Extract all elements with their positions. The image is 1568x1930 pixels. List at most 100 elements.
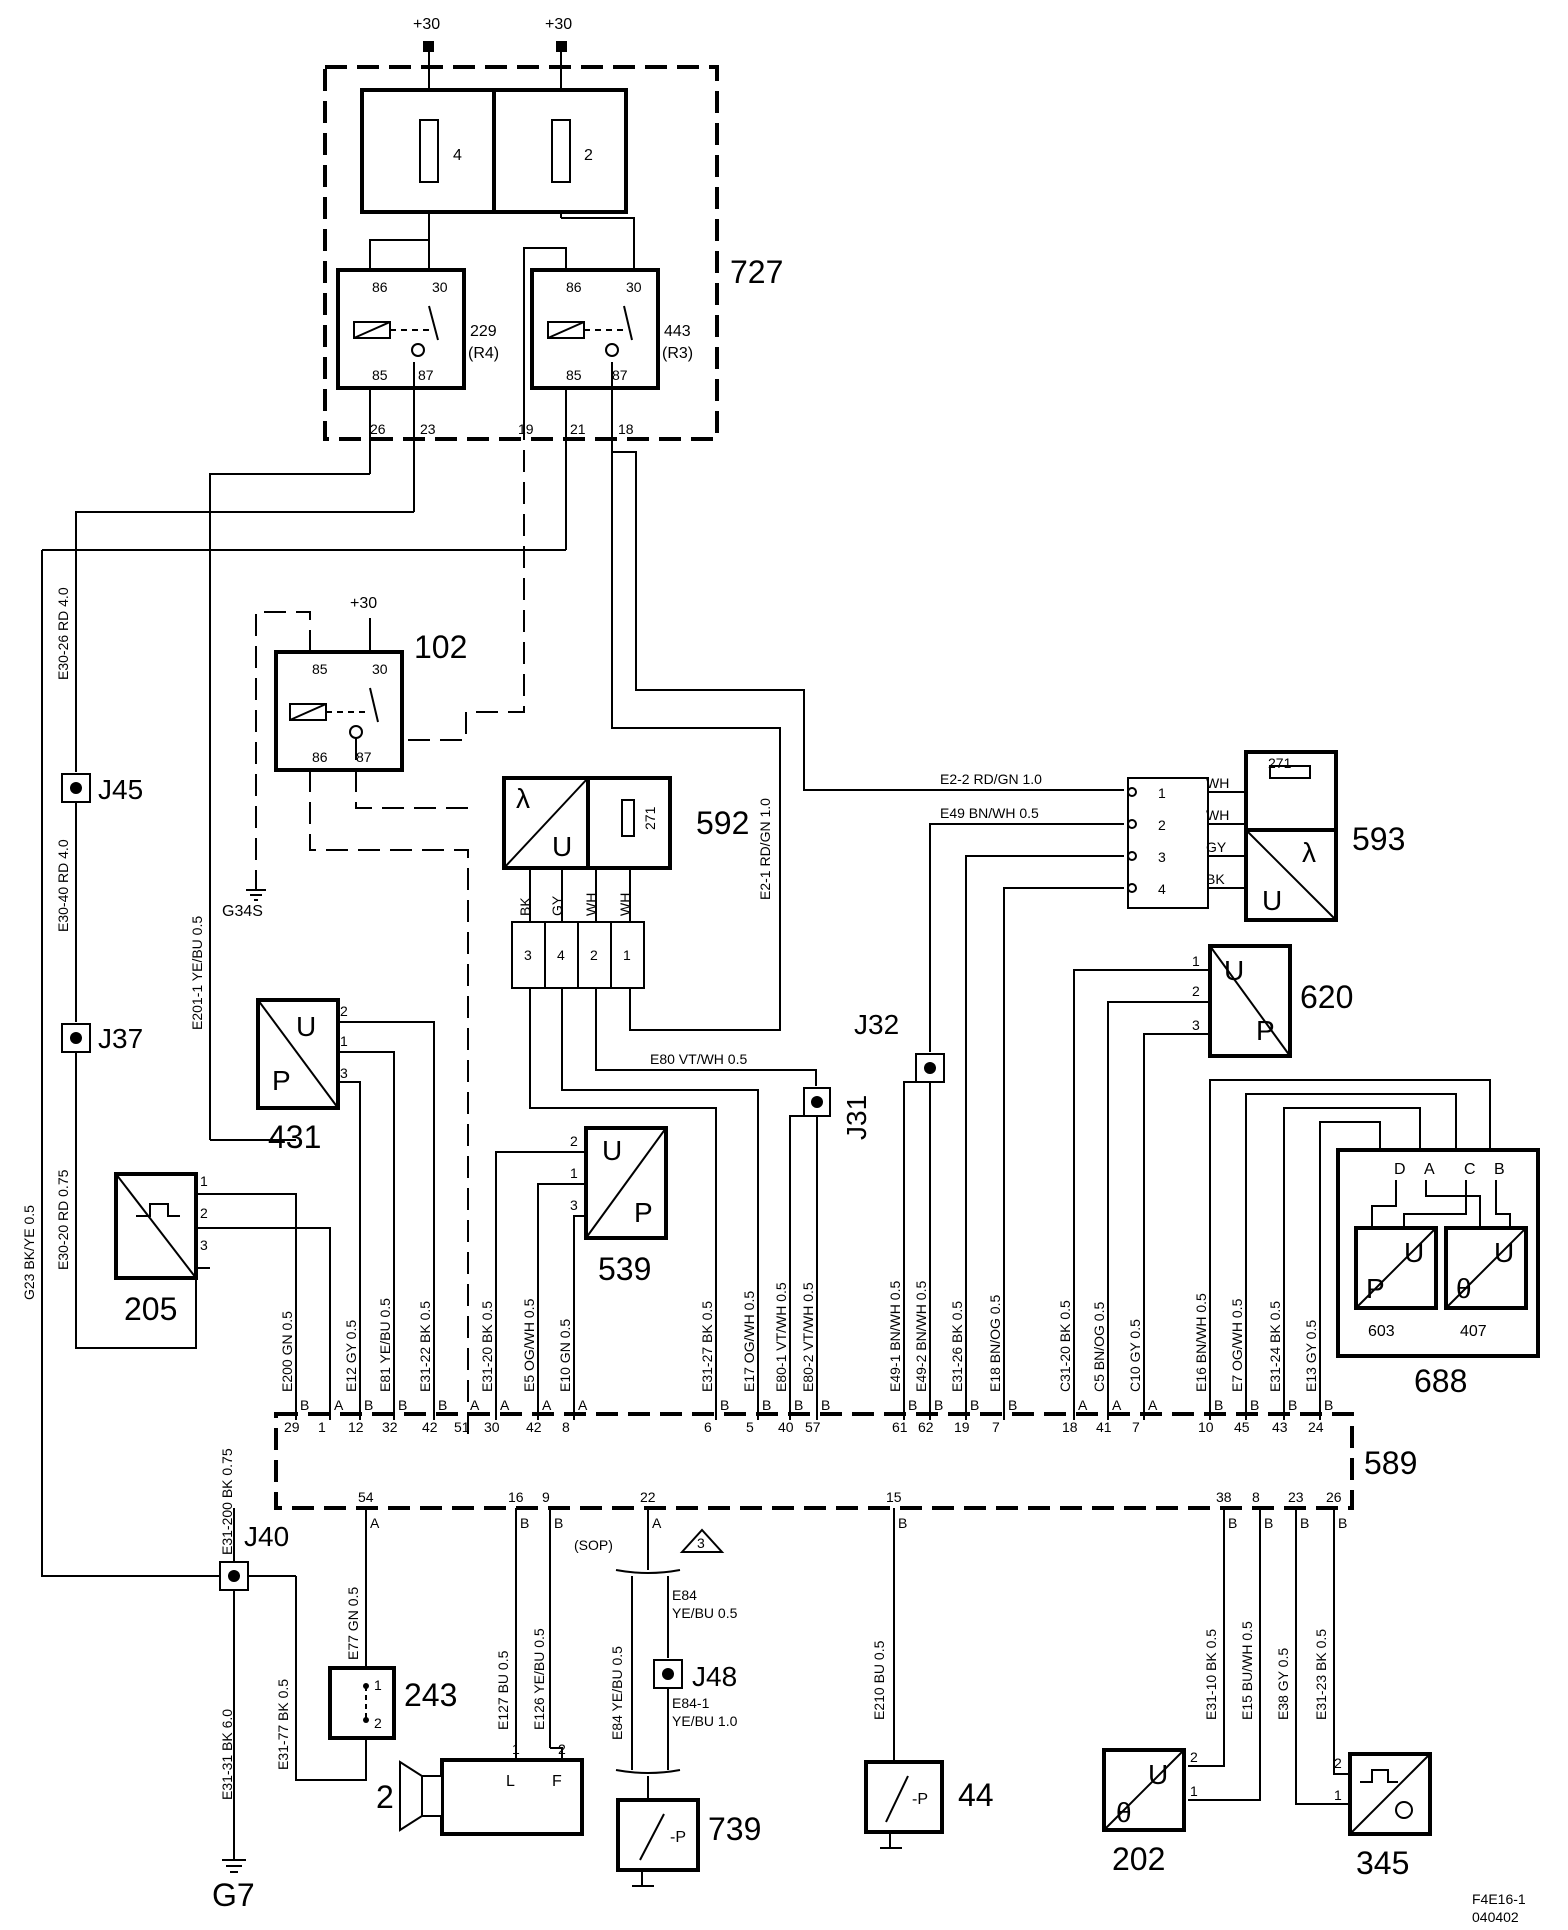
svg-text:1: 1 — [623, 947, 631, 963]
ecu-top-wire-label: E31-26 BK 0.5 — [949, 1301, 965, 1392]
ecu-top-pin-side: B — [908, 1397, 917, 1413]
wire-e30-40: E30-40 RD 4.0 — [55, 839, 71, 932]
ecu-bottom-pin-side: B — [898, 1515, 907, 1531]
ecu-bottom-pin-num: 38 — [1216, 1489, 1232, 1505]
svg-text:2: 2 — [570, 1133, 578, 1149]
ecu-top-pin-num: 12 — [348, 1419, 364, 1435]
svg-text:592: 592 — [696, 805, 749, 841]
supply-plus30-relay: +30 — [350, 595, 377, 612]
ecu-top-pin-side: B — [821, 1397, 830, 1413]
svg-text:2: 2 — [200, 1205, 208, 1221]
ecu-top-pin-num: 30 — [484, 1419, 500, 1435]
svg-text:30: 30 — [432, 279, 448, 295]
svg-text:86: 86 — [566, 279, 582, 295]
supply-plus30-right: +30 — [545, 16, 572, 33]
relay-229: 86 30 85 87 229 (R4) — [336, 268, 499, 390]
svg-text:J40: J40 — [244, 1521, 289, 1552]
ecu-bottom-pin-num: 8 — [1252, 1489, 1260, 1505]
svg-text:30: 30 — [372, 661, 388, 677]
ecu-top-pin-num: 62 — [918, 1419, 934, 1435]
ecu-top-pin-side: A — [334, 1397, 344, 1413]
svg-text:271: 271 — [1268, 755, 1292, 771]
label-j45: J45 — [98, 774, 143, 805]
svg-text:U: U — [1148, 1759, 1168, 1790]
svg-text:603: 603 — [1368, 1323, 1395, 1340]
ecu-bottom-pin-side: B — [554, 1515, 563, 1531]
svg-text:2: 2 — [558, 1741, 566, 1757]
svg-text:1: 1 — [1190, 1783, 1198, 1799]
svg-text:U: U — [1494, 1237, 1514, 1268]
svg-text:U: U — [602, 1135, 622, 1166]
ecu-top-pin-side: A — [1112, 1397, 1122, 1413]
wire-g23: G23 BK/YE 0.5 — [21, 1205, 37, 1300]
svg-text:P: P — [1366, 1273, 1385, 1304]
ecu-top-pin-side: A — [470, 1397, 480, 1413]
left-wiring: J45 J37 E30-26 RD 4.0 E30-40 RD 4.0 E30-… — [21, 473, 566, 1800]
ecu-top-pin-side: A — [1078, 1397, 1088, 1413]
ecu-bottom-pin-num: 54 — [358, 1489, 374, 1505]
svg-text:2: 2 — [374, 1715, 382, 1731]
ecu-top-pin-num: 57 — [805, 1419, 821, 1435]
sensor-620: U P 620 1 2 3 — [1073, 944, 1353, 1420]
ecu-top-wire-label: E17 OG/WH 0.5 — [741, 1291, 757, 1392]
ecu-top-pin-side: B — [1008, 1397, 1017, 1413]
sensor-593: 1 2 3 4 WH WH GY BK 271 U λ 593 E49 BN/W… — [929, 750, 1405, 1420]
svg-text:J31: J31 — [841, 1095, 872, 1140]
ecu-top-pin-num: 51 — [454, 1419, 470, 1435]
svg-text:L: L — [506, 1773, 515, 1790]
ecu-top-wire-label: E81 YE/BU 0.5 — [377, 1298, 393, 1392]
svg-text:85: 85 — [312, 661, 328, 677]
ecu-top-wire-label: E31-20 BK 0.5 — [479, 1301, 495, 1392]
svg-text:θ: θ — [1116, 1797, 1132, 1828]
wire-e84: E84 YE/BU 0.5 — [609, 1646, 625, 1740]
svg-text:30: 30 — [626, 279, 642, 295]
svg-text:U: U — [1224, 955, 1244, 986]
svg-text:YE/BU 0.5: YE/BU 0.5 — [672, 1605, 738, 1621]
ecu-bottom-pin-side: A — [370, 1515, 380, 1531]
ecu-top-pin-num: 40 — [778, 1419, 794, 1435]
wire-e80: E80 VT/WH 0.5 — [650, 1051, 747, 1067]
ecu-top-wire-label: E16 BN/WH 0.5 — [1193, 1293, 1209, 1392]
svg-text:(R4): (R4) — [468, 345, 499, 362]
sensor-539: U P 539 2 1 3 — [495, 1126, 668, 1420]
svg-text:θ: θ — [1456, 1273, 1472, 1304]
comp-739: -P 739 — [616, 1798, 761, 1887]
ecu-top-pin-side: A — [542, 1397, 552, 1413]
svg-text:U: U — [1262, 885, 1282, 916]
ecu-top-pin-num: 19 — [954, 1419, 970, 1435]
ecu-top-wire-label: E31-24 BK 0.5 — [1267, 1301, 1283, 1392]
svg-text:λ: λ — [1302, 837, 1316, 868]
svg-text:589: 589 — [1364, 1445, 1417, 1481]
svg-text:P: P — [1256, 1015, 1275, 1046]
svg-text:3: 3 — [340, 1065, 348, 1081]
ecu-top-pin-side: B — [1288, 1397, 1297, 1413]
svg-text:1: 1 — [1192, 953, 1200, 969]
ecu-top-pin-side: B — [1250, 1397, 1259, 1413]
sensor-592: λ U 271 592 3 4 2 1 BK GY WH WH E2-1 RD/… — [502, 452, 817, 1420]
ecu-top-pin-num: 1 — [318, 1419, 326, 1435]
ecu-top-pin-side: B — [762, 1397, 771, 1413]
svg-text:431: 431 — [268, 1119, 321, 1155]
ecu-top-wire-label: E10 GN 0.5 — [557, 1319, 573, 1392]
ecu-top-pin-num: 10 — [1198, 1419, 1214, 1435]
wire-e201-1: E201-1 YE/BU 0.5 — [189, 916, 205, 1030]
svg-text:E84: E84 — [672, 1587, 697, 1603]
svg-text:44: 44 — [958, 1777, 994, 1813]
svg-text:1: 1 — [570, 1165, 578, 1181]
ecu-top-wire-label: E5 OG/WH 0.5 — [521, 1298, 537, 1392]
svg-text:87: 87 — [612, 367, 628, 383]
junction-j32: J32 — [854, 1009, 945, 1420]
svg-text:87: 87 — [356, 749, 372, 765]
svg-text:1: 1 — [374, 1677, 382, 1693]
svg-text:4: 4 — [1158, 881, 1166, 897]
svg-text:1: 1 — [1334, 1787, 1342, 1803]
label-g34s: G34S — [222, 903, 263, 920]
svg-text:YE/BU 1.0: YE/BU 1.0 — [672, 1713, 738, 1729]
svg-text:407: 407 — [1460, 1323, 1487, 1340]
ecu-top-wire-label: E18 BN/OG 0.5 — [987, 1295, 1003, 1392]
svg-text:U: U — [552, 831, 572, 862]
ecu-top-pin-side: B — [794, 1397, 803, 1413]
